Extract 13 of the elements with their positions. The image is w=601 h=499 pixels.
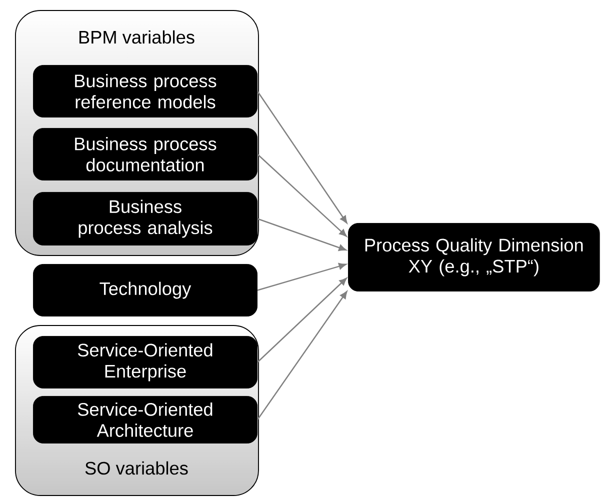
process-box: Business process analysis: [33, 192, 258, 246]
arrow: [257, 278, 347, 363]
process-box: Business process reference models: [33, 65, 258, 118]
process-box: Service-Oriented Architecture: [33, 396, 258, 444]
process-box: Service-Oriented Enterprise: [33, 336, 258, 388]
arrow: [257, 154, 347, 237]
arrow: [257, 263, 346, 291]
arrow: [256, 90, 348, 224]
arrow: [257, 218, 346, 251]
arrow: [256, 291, 348, 420]
process-box: Business process documentation: [33, 128, 258, 180]
process-box: Process Quality Dimension XY (e.g., „STP“): [348, 223, 600, 292]
process-box: Technology: [33, 264, 258, 316]
